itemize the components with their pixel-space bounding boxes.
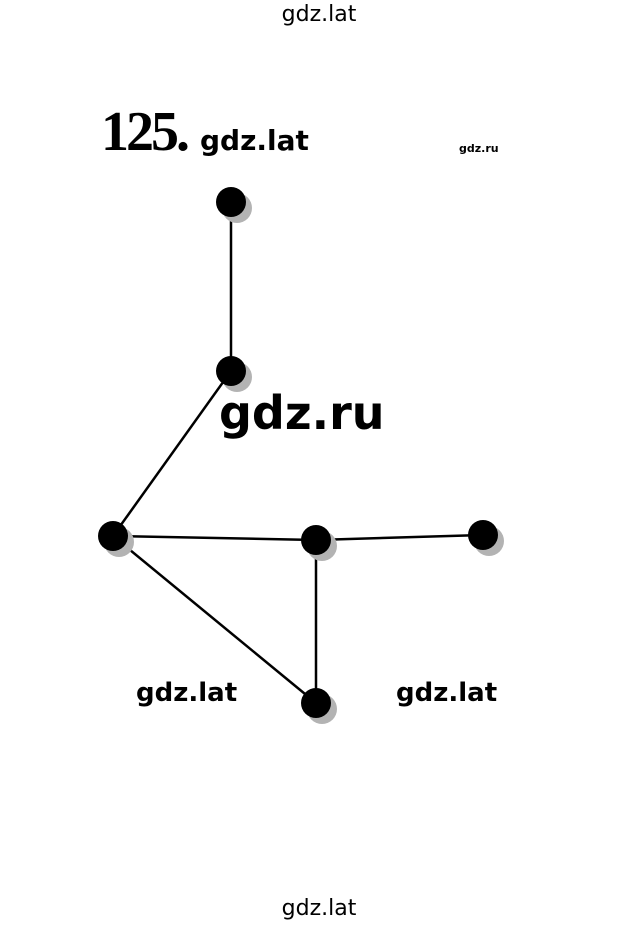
watermark-small: gdz.ru	[459, 142, 499, 155]
nodes	[98, 187, 498, 718]
node-upper	[216, 356, 246, 386]
watermark-lower-left: gdz.lat	[136, 678, 238, 708]
watermark-header: gdz.lat	[200, 124, 309, 157]
node-center	[301, 525, 331, 555]
watermark-top: gdz.lat	[281, 2, 357, 27]
edge-b-c	[111, 370, 233, 537]
node-bottom	[301, 688, 331, 718]
watermark-large: gdz.ru	[219, 386, 385, 440]
edge-d-e	[315, 533, 484, 542]
node-right	[468, 520, 498, 550]
watermark-lower-right: gdz.lat	[396, 678, 498, 708]
edge-c-d	[112, 534, 317, 542]
node-top	[216, 187, 246, 217]
edges	[111, 202, 484, 704]
node-shadows	[104, 193, 504, 724]
problem-number: 125.	[101, 101, 190, 163]
edge-c-f	[112, 535, 317, 704]
node-left	[98, 521, 128, 551]
watermark-bottom: gdz.lat	[281, 896, 357, 921]
